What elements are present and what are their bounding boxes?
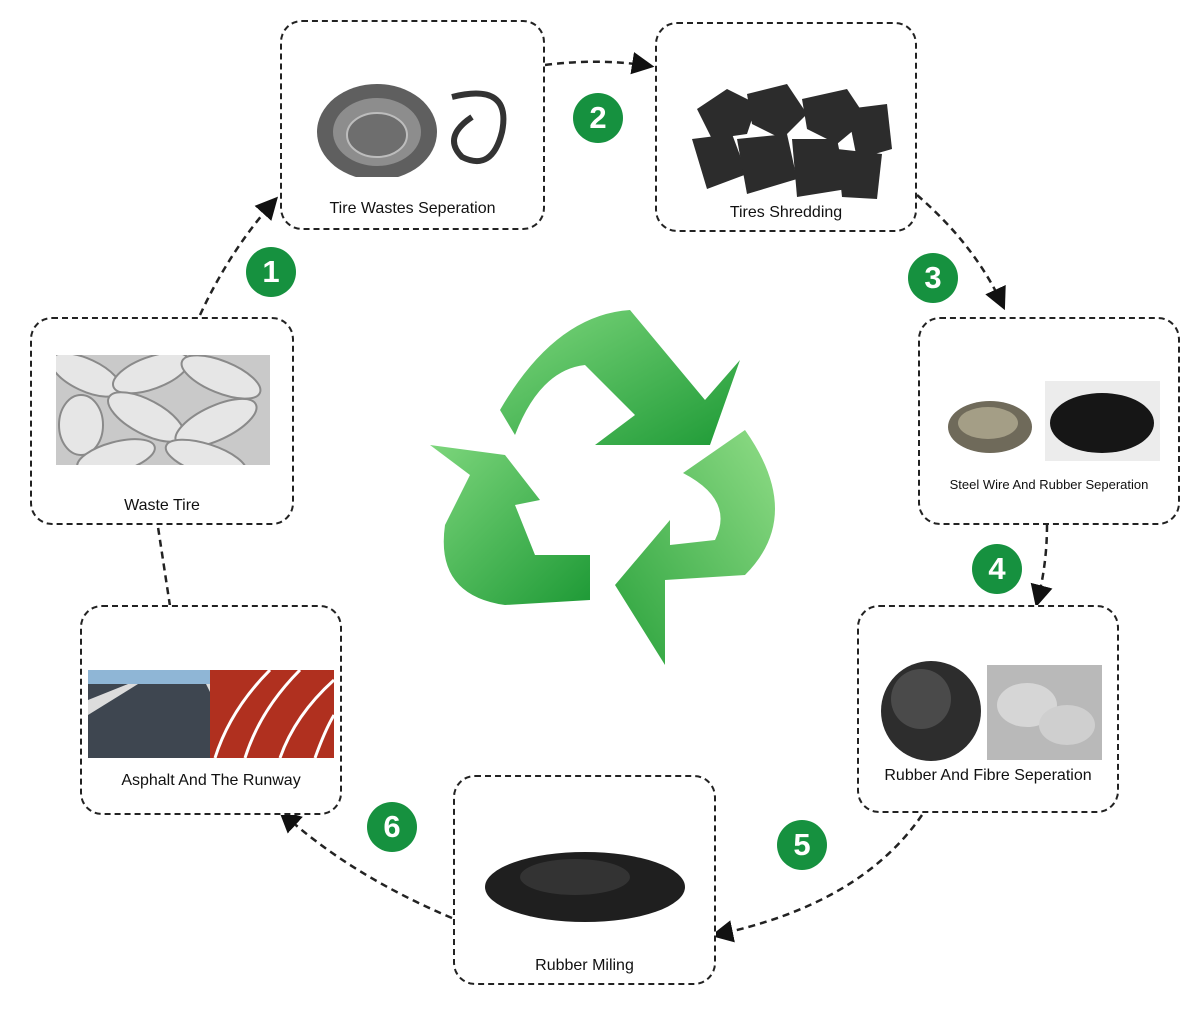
waste-tire-label: Waste Tire — [124, 497, 200, 514]
line-step6-to-waste — [156, 526, 172, 607]
waste-tire-box: Waste Tire — [30, 317, 294, 525]
asphalt-image — [88, 670, 210, 758]
asphalt-runway-box: Asphalt And The Runway — [80, 605, 342, 815]
waste-tire-image — [56, 355, 270, 465]
step-4-label: Rubber And Fibre Seperation — [884, 767, 1092, 784]
arrow-step5-to-step6 — [278, 809, 453, 920]
step-1-label: Tire Wastes Seperation — [329, 200, 496, 217]
rubber-granules-image — [1045, 381, 1160, 461]
step-6-label: Asphalt And The Runway — [121, 772, 301, 789]
step-3-badge: 3 — [908, 253, 958, 303]
steel-wire-rubber-seperation-box: Steel Wire And Rubber Seperation — [918, 317, 1180, 525]
shredded-tires-image — [692, 84, 892, 199]
arrow-step1-to-step2 — [544, 52, 655, 75]
step-5-label: Rubber Miling — [535, 957, 634, 974]
rubber-fibre-seperation-box: Rubber And Fibre Seperation — [857, 605, 1119, 813]
rubber-miling-box: Rubber Miling — [453, 775, 716, 985]
rubber-ball-image — [881, 661, 981, 761]
step-6-badge: 6 — [367, 802, 417, 852]
rubber-powder-image — [485, 852, 685, 922]
arrow-waste-to-step1 — [198, 196, 279, 316]
steel-wire-image — [948, 401, 1032, 453]
arrow-step3-to-step4 — [1030, 524, 1053, 608]
step-2-badge: 2 — [573, 93, 623, 143]
step-2-label: Tires Shredding — [729, 204, 843, 221]
fibre-image — [987, 665, 1102, 760]
recycle-icon — [430, 310, 775, 665]
step-3-label: Steel Wire And Rubber Seperation — [949, 477, 1149, 492]
arrow-step2-to-step3 — [916, 194, 1006, 311]
tire-wastes-seperation-box: Tire Wastes Seperation — [280, 20, 545, 230]
step-1-badge: 1 — [246, 247, 296, 297]
tire-wastes-image — [317, 84, 507, 177]
arrow-step4-to-step5 — [710, 814, 924, 943]
runway-track-image — [210, 670, 334, 758]
tires-shredding-box: Tires Shredding — [655, 22, 917, 232]
step-5-badge: 5 — [777, 820, 827, 870]
step-4-badge: 4 — [972, 544, 1022, 594]
